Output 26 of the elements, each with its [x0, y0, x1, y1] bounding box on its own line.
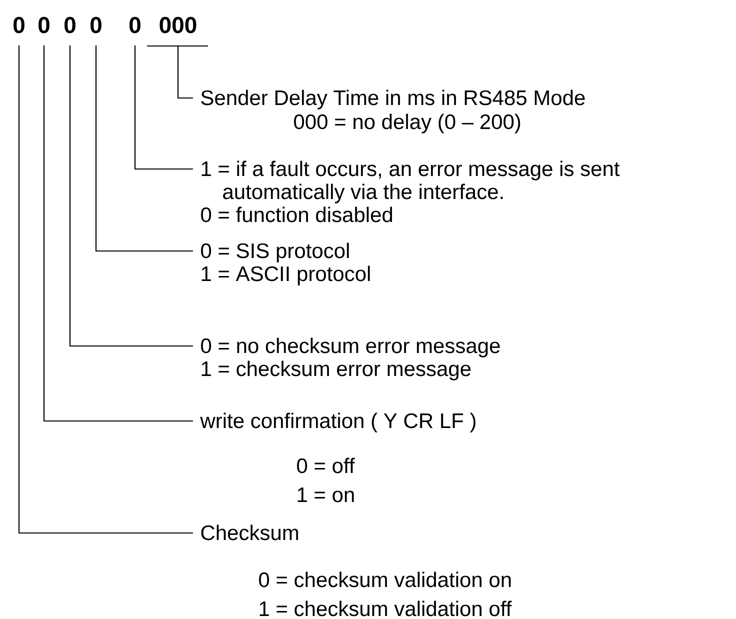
- digit: 0: [130, 16, 140, 34]
- digit: 0: [14, 16, 24, 34]
- description-text: 1 = if a fault occurs, an error message is sent automatically via the interface.: [202, 160, 620, 204]
- description-text: 1 = ASCII protocol: [202, 266, 370, 286]
- leader-line: [18, 45, 193, 534]
- digit: 0: [64, 16, 76, 34]
- description-text: 1 = checksum error message: [202, 360, 471, 380]
- digit: 0: [38, 16, 50, 34]
- description-text: 0 = SIS protocol: [201, 242, 349, 262]
- description-text: 000 = no delay (0 – 200): [294, 114, 520, 134]
- leader-line: [69, 45, 193, 347]
- description-text: 0 = checksum validation on: [259, 572, 511, 588]
- digit: 0: [90, 16, 102, 34]
- description-text: 0 = function disabled: [201, 206, 392, 222]
- description-text: Checksum: [201, 524, 298, 540]
- leader-line: [95, 45, 193, 252]
- leader-line: [43, 45, 193, 422]
- description-text: 1 = on: [298, 488, 354, 502]
- description-text: Sender Delay Time in ms in RS485 Mode: [201, 90, 585, 110]
- leader-line: [177, 46, 193, 99]
- leader-line: [134, 45, 193, 170]
- description-text: 0 = off: [297, 458, 355, 474]
- description-text: write confirmation ( Y CR LF ): [200, 412, 476, 432]
- description-text: 0 = no checksum error message: [201, 338, 500, 358]
- digit: 000: [160, 16, 196, 34]
- description-text: 1 = checksum validation off: [260, 600, 512, 616]
